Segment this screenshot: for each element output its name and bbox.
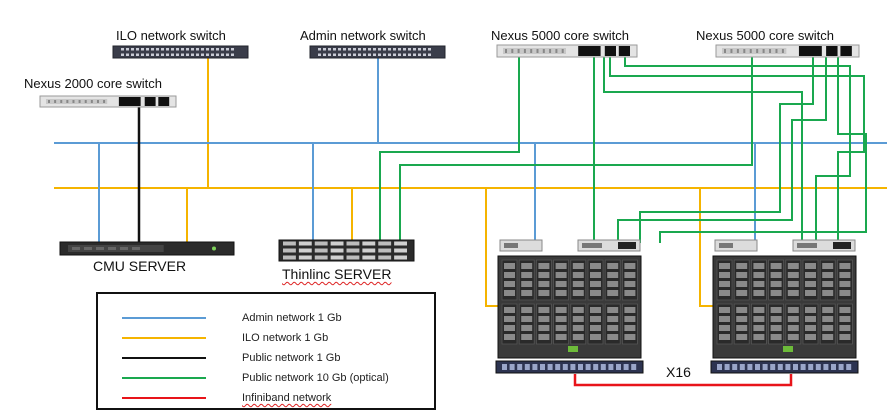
- legend-item-infiniband: Infiniband network: [98, 390, 434, 406]
- legend-swatch-public: [122, 357, 206, 359]
- legend-swatch-public-optical: [122, 377, 206, 379]
- admin-switch-label: Admin network switch: [300, 28, 426, 43]
- legend-label-admin: Admin network 1 Gb: [242, 312, 342, 324]
- optical-enclosure-1-link-b: [639, 56, 814, 243]
- cmu-server: [59, 241, 235, 256]
- legend-label-public: Public network 1 Gb: [242, 352, 341, 364]
- nexus2000-switch: [39, 95, 177, 108]
- legend-item-public: Public network 1 Gb: [98, 350, 434, 366]
- admin-switch: [309, 45, 446, 59]
- blade-enclosure-2: [710, 239, 859, 374]
- thinlinc-server-label: Thinlinc SERVER: [282, 266, 392, 282]
- ilo-enclosure-1-link: [485, 188, 499, 307]
- optical-enclosure-1-link-c: [617, 56, 827, 243]
- ilo-switch-label: ILO network switch: [116, 28, 226, 43]
- optical-enclosure-2-link-a: [609, 56, 865, 243]
- legend-item-admin: Admin network 1 Gb: [98, 310, 434, 326]
- legend-label-infiniband: Infiniband network: [242, 392, 332, 404]
- legend: Admin network 1 Gb ILO network 1 Gb Publ…: [96, 292, 436, 410]
- legend-label-ilo: ILO network 1 Gb: [242, 332, 329, 344]
- nexus5000-b-label: Nexus 5000 core switch: [696, 28, 835, 43]
- blade-enclosure-1: [495, 239, 644, 374]
- legend-swatch-infiniband: [122, 397, 206, 399]
- optical-thinlinc-link-a: [379, 56, 520, 243]
- legend-swatch-ilo: [122, 337, 206, 339]
- nexus2000-label: Nexus 2000 core switch: [24, 76, 163, 91]
- thinlinc-server: [278, 239, 415, 262]
- legend-item-public-optical: Public network 10 Gb (optical): [98, 370, 434, 386]
- nexus5000-switch-a: [496, 44, 638, 58]
- nexus5000-a-label: Nexus 5000 core switch: [491, 28, 630, 43]
- ilo-switch: [112, 45, 249, 59]
- cmu-server-label: CMU SERVER: [93, 258, 187, 274]
- optical-enclosure-2-link-b: [624, 56, 851, 243]
- legend-swatch-admin: [122, 317, 206, 319]
- ilo-enclosure-2-link: [699, 188, 713, 307]
- optical-thinlinc-link-b: [399, 56, 753, 243]
- nexus5000-switch-b: [715, 44, 860, 58]
- optical-enclosure-1-link-d: [659, 56, 867, 243]
- legend-item-ilo: ILO network 1 Gb: [98, 330, 434, 346]
- optical-enclosure-2-link-c: [603, 56, 803, 243]
- x16-label: X16: [666, 364, 691, 380]
- legend-label-public-optical: Public network 10 Gb (optical): [242, 372, 389, 384]
- infiniband-link: [573, 374, 793, 387]
